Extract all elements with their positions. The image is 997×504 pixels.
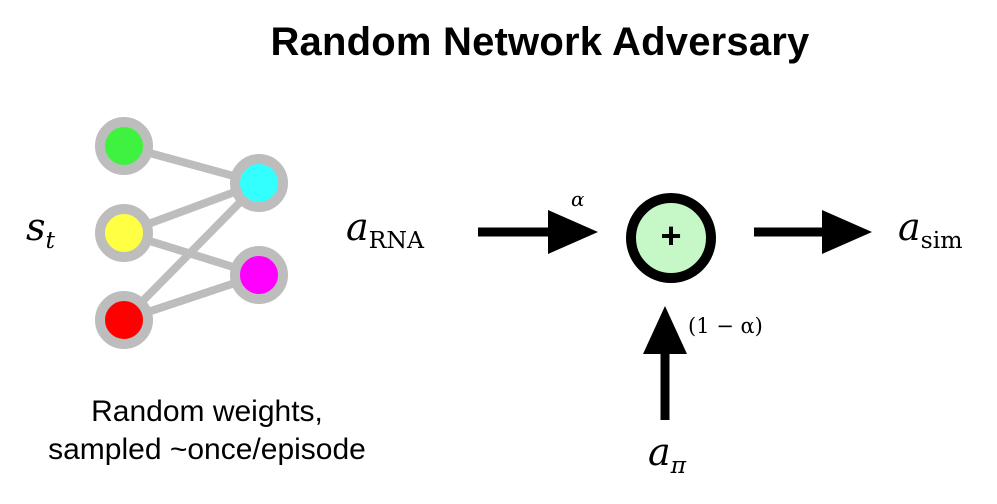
policy-action-main: a [648, 430, 671, 474]
network-node-green [95, 117, 153, 175]
state-label: st [26, 205, 55, 254]
sum-plus-sign: + [660, 215, 682, 256]
network-node-yellow [95, 204, 153, 262]
sum-node [626, 193, 716, 283]
one-minus-alpha-label: (1 − α) [688, 314, 763, 338]
network-edge [121, 180, 262, 323]
arrow-policy-to-sum [643, 306, 687, 420]
state-label-sub: t [45, 225, 55, 254]
caption-line-2: sampled ~once/episode [48, 433, 366, 466]
policy-action-sub: π [670, 450, 687, 479]
state-label-main: s [26, 205, 46, 249]
rna-action-sub: RNA [368, 225, 424, 254]
diagram-title: Random Network Adversary [270, 20, 810, 64]
rna-action-label: aRNA [346, 205, 424, 254]
network-caption: Random weights, sampled ~once/episode [0, 393, 414, 469]
caption-line-1: Random weights, [91, 395, 323, 428]
arrow-sum-to-sim [754, 210, 872, 254]
sim-action-sub: sim [920, 225, 963, 254]
arrow-rna-to-sum [478, 210, 598, 254]
network-nodes [95, 117, 288, 349]
network-node-magenta [230, 246, 288, 304]
network-node-red [95, 291, 153, 349]
sim-action-main: a [898, 205, 921, 249]
network-node-cyan [230, 154, 288, 212]
policy-action-label: aπ [648, 430, 686, 479]
sim-action-label: asim [898, 205, 963, 254]
rna-action-main: a [346, 205, 369, 249]
alpha-weight-label: α [571, 187, 585, 211]
